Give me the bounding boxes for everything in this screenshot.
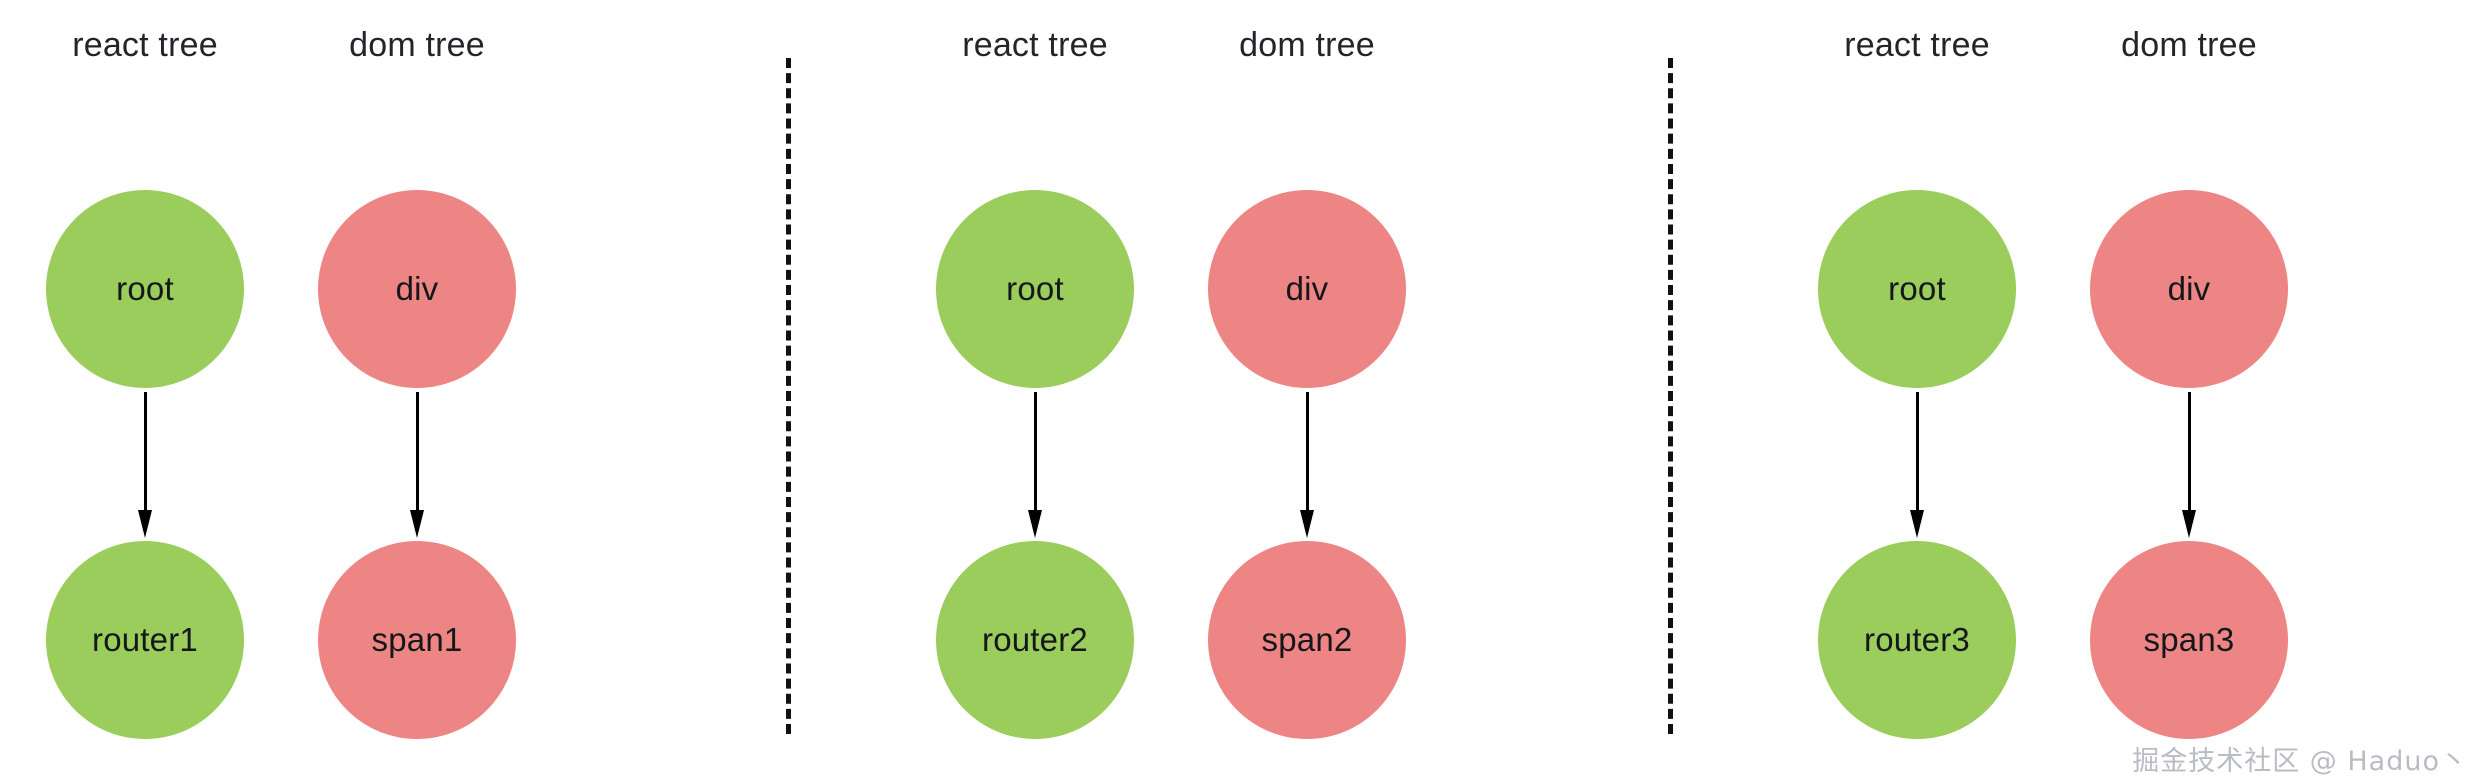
react-node-root-1: root xyxy=(46,190,244,388)
dom-tree-column-2: dom tree div span2 xyxy=(1162,0,1452,784)
react-arrow-2 xyxy=(1028,392,1042,538)
dom-node-div-3: div xyxy=(2090,190,2288,388)
arrow-shaft xyxy=(1306,392,1309,514)
dom-tree-label-3: dom tree xyxy=(2121,26,2257,64)
dom-node-div-2: div xyxy=(1208,190,1406,388)
dom-node-child-1: span1 xyxy=(318,541,516,739)
arrow-head-icon xyxy=(138,510,152,538)
arrow-shaft xyxy=(1034,392,1037,514)
panel-separator-2 xyxy=(1668,58,1673,734)
dom-node-child-2: span2 xyxy=(1208,541,1406,739)
react-node-root-3: root xyxy=(1818,190,2016,388)
panel-separator-1 xyxy=(786,58,791,734)
react-node-child-1: router1 xyxy=(46,541,244,739)
arrow-shaft xyxy=(2188,392,2191,514)
react-tree-column-2: react tree root router2 xyxy=(890,0,1180,784)
react-tree-label-2: react tree xyxy=(962,26,1108,64)
arrow-shaft xyxy=(416,392,419,514)
dom-node-div-1: div xyxy=(318,190,516,388)
arrow-head-icon xyxy=(2182,510,2196,538)
arrow-head-icon xyxy=(1910,510,1924,538)
react-node-child-3: router3 xyxy=(1818,541,2016,739)
react-node-root-2: root xyxy=(936,190,1134,388)
dom-tree-label-2: dom tree xyxy=(1239,26,1375,64)
arrow-head-icon xyxy=(410,510,424,538)
dom-arrow-2 xyxy=(1300,392,1314,538)
arrow-head-icon xyxy=(1300,510,1314,538)
dom-tree-label-1: dom tree xyxy=(349,26,485,64)
arrow-shaft xyxy=(144,392,147,514)
arrow-head-icon xyxy=(1028,510,1042,538)
dom-tree-column-3: dom tree div span3 xyxy=(2044,0,2334,784)
react-arrow-3 xyxy=(1910,392,1924,538)
react-arrow-1 xyxy=(138,392,152,538)
react-tree-column-1: react tree root router1 xyxy=(0,0,290,784)
watermark: 掘金技术社区 @ Haduo丶 xyxy=(2132,746,2468,777)
react-tree-label-3: react tree xyxy=(1844,26,1990,64)
arrow-shaft xyxy=(1916,392,1919,514)
react-tree-label-1: react tree xyxy=(72,26,218,64)
dom-arrow-1 xyxy=(410,392,424,538)
react-node-child-2: router2 xyxy=(936,541,1134,739)
dom-arrow-3 xyxy=(2182,392,2196,538)
react-tree-column-3: react tree root router3 xyxy=(1772,0,2062,784)
dom-node-child-3: span3 xyxy=(2090,541,2288,739)
dom-tree-column-1: dom tree div span1 xyxy=(272,0,562,784)
